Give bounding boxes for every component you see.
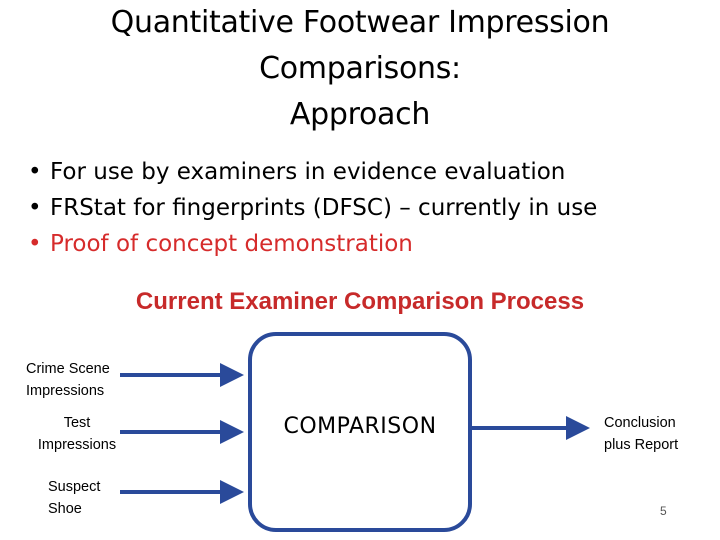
title-line-1: Quantitative Footwear Impression	[110, 5, 610, 40]
bullet-item: • FRStat for fingerprints (DFSC) – curren…	[28, 190, 708, 226]
conclusion-label: Conclusion plus Report	[604, 412, 678, 456]
conclusion-label-line-2: plus Report	[604, 437, 679, 453]
conclusion-label-line-1: Conclusion	[604, 415, 676, 431]
section-title: Current Examiner Comparison Process	[135, 288, 585, 315]
bullet-dot-icon: •	[28, 159, 42, 185]
bullet-item-highlighted: • Proof of concept demonstration	[28, 226, 708, 262]
crime-scene-label-line-1: Crime Scene	[26, 361, 110, 377]
test-impressions-label: Test Impressions	[30, 412, 124, 456]
bullet-text: FRStat for fingerprints (DFSC) – current…	[50, 195, 598, 221]
bullet-text: Proof of concept demonstration	[50, 231, 413, 257]
test-impressions-label-line-1: Test	[63, 415, 91, 431]
crime-scene-label: Crime Scene Impressions	[26, 358, 110, 402]
bullet-list: • For use by examiners in evidence evalua…	[28, 154, 708, 262]
page-number: 5	[660, 504, 667, 518]
comparison-box-label: COMPARISON	[283, 414, 437, 439]
slide-title: Quantitative Footwear Impression Compari…	[40, 0, 680, 138]
suspect-shoe-label-line-1: Suspect	[48, 479, 101, 495]
comparison-box	[248, 332, 472, 532]
bullet-dot-icon: •	[28, 195, 42, 221]
bullet-dot-icon: •	[28, 231, 42, 257]
suspect-shoe-label-line-2: Shoe	[48, 501, 82, 517]
title-line-3: Approach	[289, 97, 431, 132]
suspect-shoe-label: Suspect Shoe	[48, 476, 100, 520]
bullet-item: • For use by examiners in evidence evalua…	[28, 154, 708, 190]
test-impressions-label-line-2: Impressions	[37, 437, 117, 453]
crime-scene-label-line-2: Impressions	[26, 383, 105, 399]
bullet-text: For use by examiners in evidence evaluat…	[50, 159, 566, 185]
title-line-2: Comparisons:	[259, 51, 461, 86]
